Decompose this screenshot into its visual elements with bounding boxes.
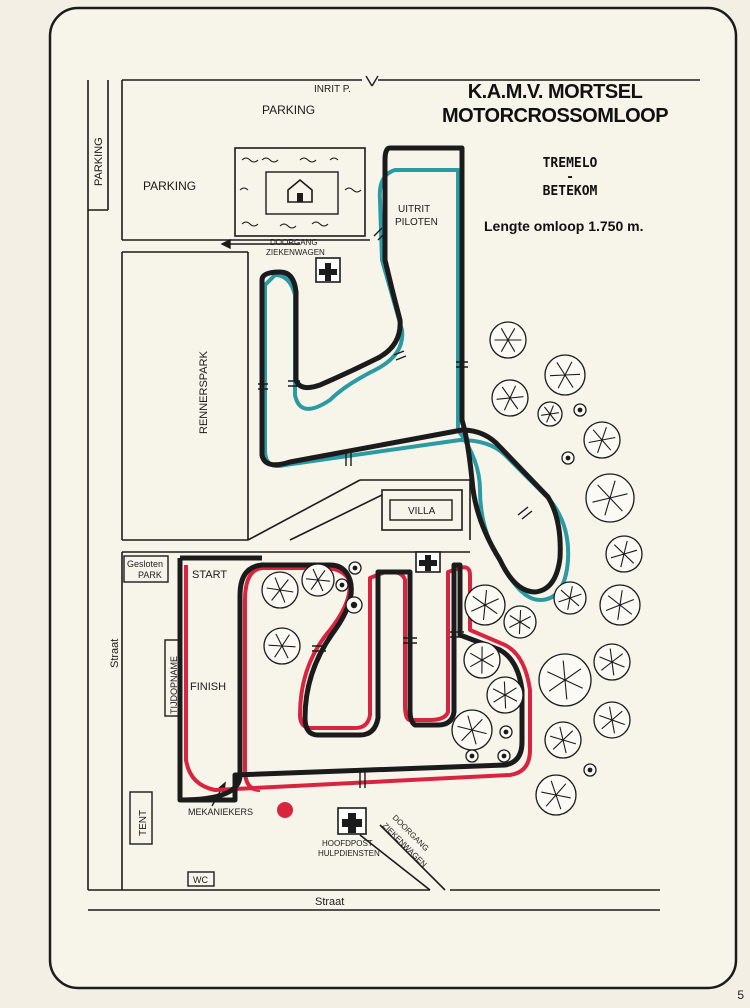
gesloten-label-2: PARK: [138, 570, 162, 580]
parking-top-label: PARKING: [262, 103, 315, 117]
villa-building: [381, 489, 463, 531]
location-2: BETEKOM: [542, 184, 598, 199]
pond: [234, 147, 366, 237]
upper-track-black: [259, 145, 563, 595]
tree-icon: [348, 561, 362, 575]
tree-icon: [486, 676, 524, 714]
tree-icon: [585, 473, 635, 523]
villa-label: VILLA: [408, 506, 436, 517]
hoofdpost-label-2: HULPDIENSTEN: [318, 849, 380, 858]
first-aid-icon-mid: [415, 551, 441, 573]
inrit-label: INRIT P.: [314, 84, 351, 95]
tree-icon: [583, 421, 621, 459]
tree-icon: [345, 596, 363, 614]
first-aid-icon-top: [315, 257, 341, 283]
tree-icon: [497, 749, 511, 763]
house-icon: [287, 178, 313, 203]
trees: [261, 321, 643, 816]
start-label: START: [192, 569, 227, 581]
circuit-title: MOTORCROSSOMLOOP: [441, 105, 669, 127]
first-aid-icon-bottom: [337, 807, 367, 835]
tree-icon: [503, 605, 537, 639]
crossing-ticks: [258, 227, 533, 788]
tree-icon: [544, 354, 586, 396]
tree-icon: [261, 571, 299, 609]
straat-bottom-label: Straat: [315, 896, 344, 908]
doorgang-label-1: DOORGANG: [270, 238, 318, 247]
doorgang-arrow: [220, 238, 300, 250]
tree-icon: [263, 627, 301, 665]
tree-icon: [491, 379, 529, 417]
wc-label: WC: [193, 875, 208, 885]
tree-icon: [537, 401, 563, 427]
location-1: TREMELO: [542, 156, 598, 171]
title-block: K.A.M.V. MORTSEL MOTORCROSSOMLOOP: [420, 80, 690, 128]
tree-icon: [301, 563, 335, 597]
tree-icon: [489, 321, 527, 359]
hoofdpost-label-1: HOOFDPOST: [322, 839, 373, 848]
tree-icon: [593, 701, 631, 739]
wc-box: [187, 871, 215, 887]
tree-icon: [464, 584, 506, 626]
tree-icon: [593, 643, 631, 681]
uitrit-label-2: PILOTEN: [395, 217, 438, 228]
start-dot: [277, 802, 293, 818]
location-separator: -: [566, 170, 574, 185]
tree-icon: [335, 578, 349, 592]
tent-box: [129, 791, 153, 845]
finish-label: FINISH: [190, 681, 226, 693]
tree-icon: [561, 451, 575, 465]
tree-icon: [451, 709, 493, 751]
uitrit-label-1: UITRIT: [398, 204, 430, 215]
tent-label: TENT: [138, 810, 149, 836]
tree-icon: [573, 403, 587, 417]
roads: [87, 79, 700, 911]
tijdopname-label: TIJDOPNAME: [169, 656, 179, 714]
track-length: Lengte omloop 1.750 m.: [484, 218, 644, 234]
tree-icon: [544, 721, 582, 759]
mekaniekers-label: MEKANIEKERS: [188, 807, 253, 817]
straat-vertical-label: Straat: [109, 639, 121, 668]
tree-icon: [553, 581, 587, 615]
club-title: K.A.M.V. MORTSEL: [467, 81, 643, 103]
rennerspark-label: RENNERSPARK: [198, 350, 210, 434]
tree-icon: [599, 584, 641, 626]
gesloten-park-box: [123, 555, 169, 583]
lower-track-black: [177, 558, 525, 803]
tree-icon: [583, 763, 597, 777]
doorgang-label-2: ZIEKENWAGEN: [266, 248, 325, 257]
inrit-arrow: [365, 75, 379, 87]
gesloten-label-1: Gesloten: [127, 559, 163, 569]
tree-icon: [605, 535, 643, 573]
tree-icon: [535, 774, 577, 816]
tree-icon: [463, 641, 501, 679]
page-number: 5: [737, 988, 744, 1002]
tree-icon: [538, 653, 592, 707]
parking-left-label: PARKING: [143, 179, 196, 193]
tree-icon: [465, 749, 479, 763]
tree-icon: [499, 725, 513, 739]
parking-vertical-label: PARKING: [93, 137, 105, 186]
